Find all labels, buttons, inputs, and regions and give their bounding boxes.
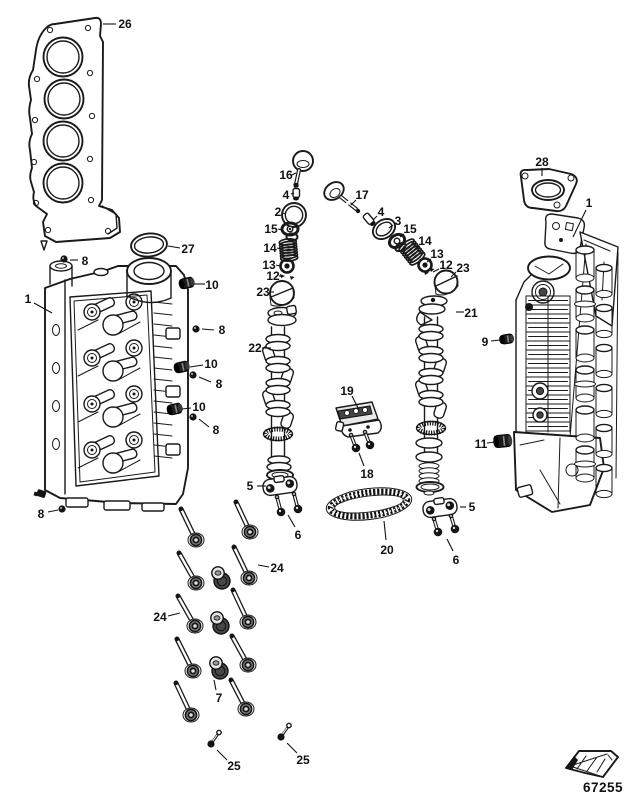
leader-line xyxy=(372,215,378,221)
leader-line xyxy=(446,538,454,552)
leader-line xyxy=(426,258,432,263)
camshaft-exhaust-drawing xyxy=(261,304,298,481)
leader-line xyxy=(282,212,287,215)
callout-5: 5 xyxy=(247,479,254,493)
leader-line xyxy=(167,612,181,617)
leader-line xyxy=(47,509,59,513)
callout-23: 23 xyxy=(456,261,470,275)
callout-23: 23 xyxy=(256,285,270,299)
callout-18: 18 xyxy=(360,467,374,481)
callout-27: 27 xyxy=(181,242,195,256)
leader-line xyxy=(181,407,192,410)
callout-10: 10 xyxy=(192,400,206,414)
callout-26: 26 xyxy=(118,17,132,31)
chain-tensioner-drawing xyxy=(334,401,382,453)
leader-line xyxy=(189,364,204,368)
callout-25: 25 xyxy=(296,753,310,767)
callout-20: 20 xyxy=(380,543,394,557)
drawing-number: 67255 xyxy=(583,780,623,795)
leader-line xyxy=(275,264,281,267)
leader-line xyxy=(486,441,497,444)
leader-line xyxy=(167,245,181,249)
callout-16: 16 xyxy=(279,168,293,182)
leader-line xyxy=(383,520,387,541)
leader-line xyxy=(413,245,420,251)
camshaft-intake-drawing xyxy=(414,295,448,496)
leader-line xyxy=(399,233,405,238)
callout-19: 19 xyxy=(340,384,354,398)
leader-line xyxy=(358,452,365,467)
leader-line xyxy=(33,302,53,314)
leader-line xyxy=(216,749,228,761)
leader-line xyxy=(291,172,297,176)
callout-10: 10 xyxy=(205,278,219,292)
leader-line xyxy=(257,564,270,568)
callout-1: 1 xyxy=(586,196,593,210)
callout-8: 8 xyxy=(219,323,226,337)
callout-24: 24 xyxy=(270,561,284,575)
callout-8: 8 xyxy=(213,423,220,437)
leader-line xyxy=(286,742,298,754)
leader-line xyxy=(287,514,296,528)
leader-line xyxy=(350,199,357,206)
callout-28: 28 xyxy=(535,155,549,169)
callout-4: 4 xyxy=(378,205,385,219)
cylinder-head-starboard-drawing xyxy=(513,213,619,513)
callout-24: 24 xyxy=(153,610,167,624)
callout-12: 12 xyxy=(266,269,280,283)
callout-13: 13 xyxy=(430,247,444,261)
callout-15: 15 xyxy=(264,222,278,236)
callout-6: 6 xyxy=(453,553,460,567)
leader-line xyxy=(198,376,212,383)
callout-17: 17 xyxy=(355,188,369,202)
callout-4: 4 xyxy=(283,188,290,202)
leader-line xyxy=(277,228,283,231)
bearing-caps-drawing xyxy=(262,474,460,537)
callout-6: 6 xyxy=(295,528,302,542)
callout-13: 13 xyxy=(262,258,276,272)
callout-21: 21 xyxy=(464,306,478,320)
callout-3: 3 xyxy=(395,214,402,228)
leader-line xyxy=(213,679,217,691)
callout-14: 14 xyxy=(418,234,432,248)
callout-11: 11 xyxy=(475,437,488,451)
callout-10: 10 xyxy=(204,357,218,371)
timing-chain-drawing xyxy=(325,487,413,521)
head-bolts-drawing xyxy=(173,499,292,748)
callout-15: 15 xyxy=(403,222,417,236)
studs-and-plugs-drawing xyxy=(33,255,515,513)
callout-8: 8 xyxy=(82,254,89,268)
callout-8: 8 xyxy=(38,507,45,521)
cylinder-head-port-drawing xyxy=(44,257,189,512)
valve-train-left-drawing xyxy=(269,150,314,307)
callout-8: 8 xyxy=(216,377,223,391)
leader-line xyxy=(572,209,587,238)
leader-line xyxy=(490,339,501,342)
oring-drawing xyxy=(130,232,168,258)
leader-line xyxy=(198,418,210,428)
exhaust-gasket-drawing xyxy=(519,168,578,213)
callout-1: 1 xyxy=(25,292,32,306)
callout-labels: 2627810181081088164215141312231743151413… xyxy=(25,17,593,773)
leader-line xyxy=(351,395,360,411)
leader-line xyxy=(450,271,457,278)
leader-line xyxy=(290,192,295,195)
callout-12: 12 xyxy=(439,258,453,272)
leader-line xyxy=(432,268,440,273)
leader-line xyxy=(201,328,215,331)
callout-14: 14 xyxy=(263,241,277,255)
leader-line xyxy=(388,224,394,229)
callout-5: 5 xyxy=(469,500,476,514)
callout-9: 9 xyxy=(482,335,489,349)
callout-22: 22 xyxy=(248,341,262,355)
head-gasket-drawing xyxy=(27,16,121,251)
valve-train-right-drawing xyxy=(323,181,459,296)
callout-2: 2 xyxy=(275,205,282,219)
callout-25: 25 xyxy=(227,759,241,773)
callout-7: 7 xyxy=(216,691,223,705)
boat-icon xyxy=(565,750,619,778)
leader-line xyxy=(276,247,282,250)
